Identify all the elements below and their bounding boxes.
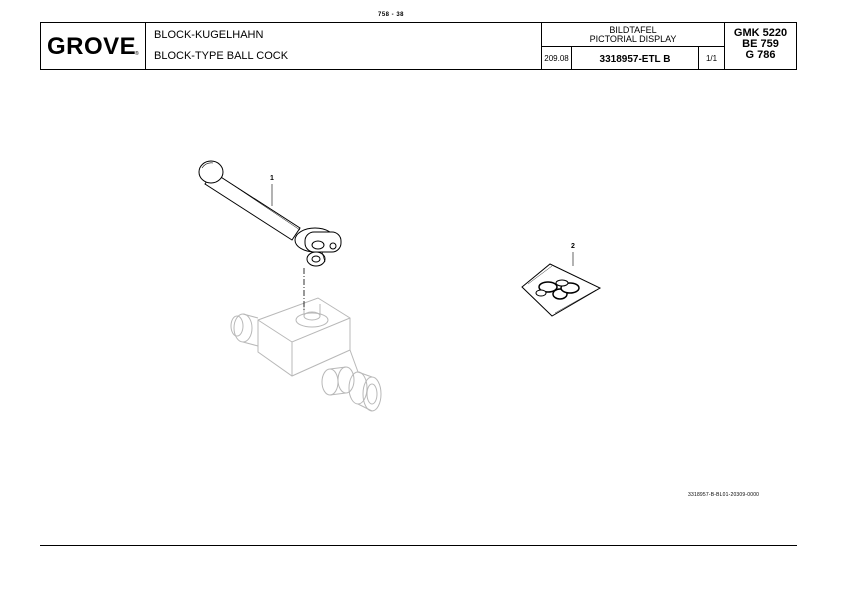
drawing-reference: 3318957-B-BL01-20309-0000 — [688, 492, 760, 498]
callout-2: 2 — [571, 243, 575, 250]
page-number: 758 - 38 — [378, 12, 405, 18]
part-name-english: BLOCK-TYPE BALL COCK — [154, 50, 289, 62]
view-type-cell: BILDTAFEL PICTORIAL DISPLAY — [542, 23, 725, 47]
valve-body — [230, 297, 382, 412]
part-number: 3318957-ETL B — [572, 47, 699, 69]
view-type-english: PICTORIAL DISPLAY — [589, 34, 677, 44]
registered-mark: ® — [135, 51, 139, 57]
part-name-cell: BLOCK-KUGELHAHN BLOCK-TYPE BALL COCK — [146, 23, 542, 69]
bottom-rule — [40, 545, 797, 546]
part-name-german: BLOCK-KUGELHAHN — [154, 29, 264, 41]
model-line-1: GMK 5220 — [733, 27, 788, 39]
model-line-2: BE 759 — [742, 38, 779, 50]
date-cell: 209.08 — [542, 47, 572, 69]
view-type-german: BILDTAFEL — [609, 25, 657, 35]
model-cell: GMK 5220 BE 759 G 786 — [725, 23, 796, 69]
grove-logo: GROVE — [47, 33, 137, 60]
handle-lever — [198, 160, 342, 267]
callout-1: 1 — [270, 175, 274, 182]
title-block: GROVE ® BLOCK-KUGELHAHN BLOCK-TYPE BALL … — [40, 22, 797, 70]
sheet-number: 1/1 — [699, 47, 725, 69]
model-line-3: G 786 — [745, 49, 776, 61]
logo-cell: GROVE ® — [41, 23, 146, 69]
seal-kit — [521, 263, 602, 317]
